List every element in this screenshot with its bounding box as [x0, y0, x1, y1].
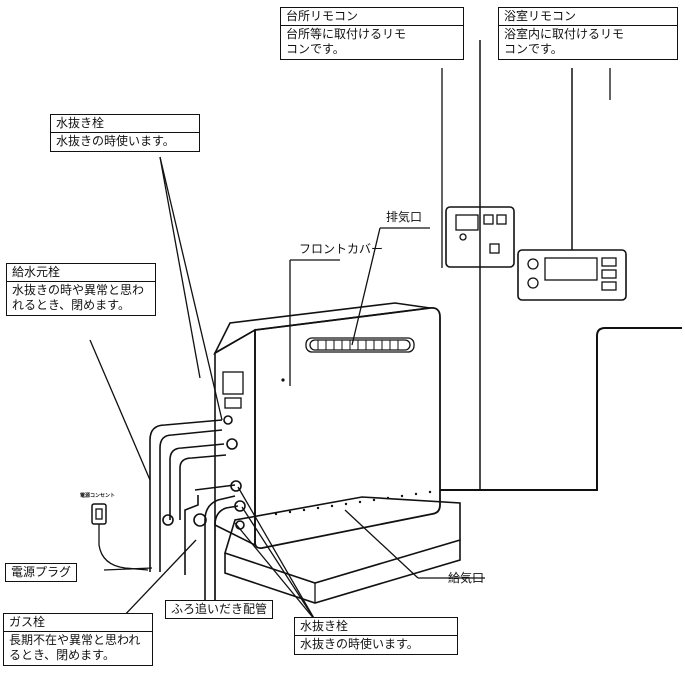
gas-valve-title: ガス栓 [4, 614, 152, 632]
bath-pipe-label: ふろ追いだき配管 [165, 600, 274, 619]
exhaust-port-label: 排気口 [386, 210, 423, 224]
bath-remote-desc: 浴室内に取付けるリモコンです。 [504, 27, 625, 56]
piping [149, 415, 246, 615]
water-supply-valve-title: 給水元栓 [7, 264, 155, 282]
outlet-label: 電源コンセント [80, 493, 116, 499]
bath-remote-unit [517, 249, 627, 301]
power-plug-label: 電源プラグ [5, 563, 78, 582]
intake-port-label: 給気口 [448, 571, 485, 585]
drain-plug-bottom-title: 水抜き栓 [295, 618, 457, 636]
bath-remote-label: 浴室リモコン 浴室内に取付けるリモコンです。 [498, 7, 678, 60]
drain-plug-top-desc: 水抜きの時使います。 [56, 134, 175, 148]
drain-plug-bottom-label: 水抜き栓 水抜きの時使います。 [294, 617, 458, 655]
bath-remote-title: 浴室リモコン [499, 8, 677, 26]
gas-valve-label: ガス栓 長期不在や異常と思われるとき、閉めます。 [3, 613, 153, 666]
drain-plug-top-label: 水抜き栓 水抜きの時使います。 [50, 114, 200, 152]
drain-plug-top-title: 水抜き栓 [51, 115, 199, 133]
gas-valve-desc: 長期不在や異常と思われるとき、閉めます。 [9, 633, 141, 662]
kitchen-remote-title: 台所リモコン [281, 8, 463, 26]
water-heater-body [213, 302, 441, 550]
front-cover-label: フロントカバー [299, 242, 384, 256]
drain-plug-bottom-desc: 水抜きの時使います。 [300, 637, 419, 651]
water-supply-valve-label: 給水元栓 水抜きの時や異常と思われるとき、閉めます。 [6, 263, 156, 316]
water-supply-valve-desc: 水抜きの時や異常と思われるとき、閉めます。 [12, 283, 145, 312]
kitchen-remote-unit [445, 206, 515, 268]
kitchen-remote-label: 台所リモコン 台所等に取付けるリモコンです。 [280, 7, 464, 60]
kitchen-remote-desc: 台所等に取付けるリモコンです。 [286, 27, 407, 56]
